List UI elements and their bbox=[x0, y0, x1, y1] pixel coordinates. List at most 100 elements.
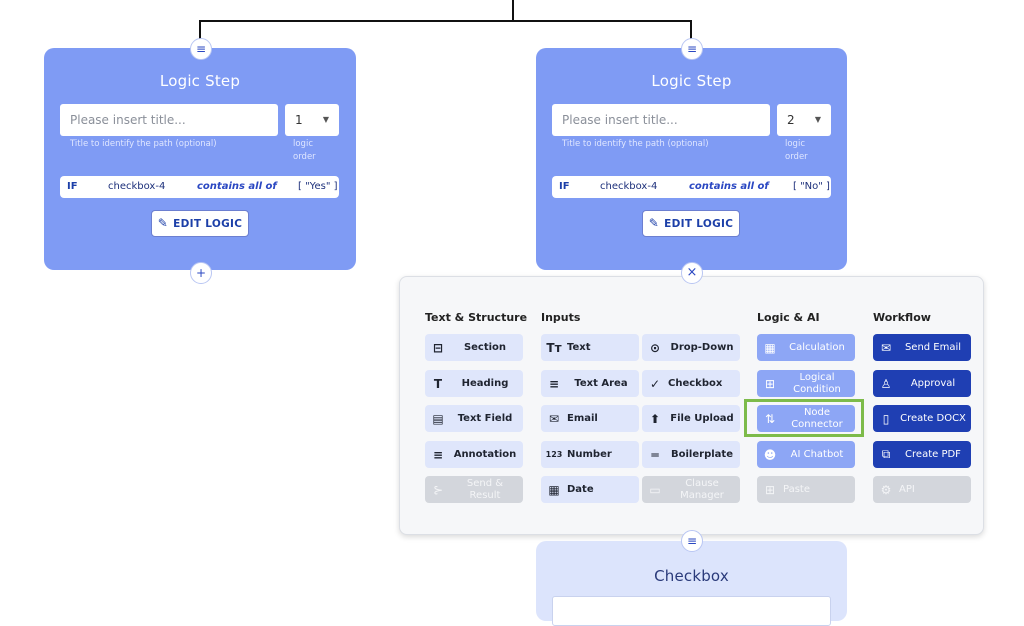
rule-value: [ "Yes" ] bbox=[298, 181, 338, 192]
logic-rule[interactable]: IF checkbox-4 contains all of [ "No" ] bbox=[552, 176, 831, 198]
calendar-icon: ▦ bbox=[548, 482, 560, 497]
tile-boilerplate[interactable]: ═Boilerplate bbox=[642, 441, 740, 468]
logic-step-card-1[interactable]: Logic Step Please insert title... 1 ▼ Ti… bbox=[44, 48, 356, 270]
edit-logic-button[interactable]: ✎ EDIT LOGIC bbox=[642, 210, 740, 237]
add-step-button[interactable]: + bbox=[190, 262, 212, 284]
calculator-icon: ▦ bbox=[764, 340, 776, 355]
tile-logical-condition[interactable]: ⊞Logical Condition bbox=[757, 370, 855, 397]
boilerplate-icon: ═ bbox=[651, 447, 659, 462]
tile-node-connector[interactable]: ⇅Node Connector bbox=[757, 405, 855, 432]
tile-create-pdf[interactable]: ⧉Create PDF bbox=[873, 441, 971, 468]
tile-email[interactable]: ✉Email bbox=[541, 405, 639, 432]
checkbox-card-title: Checkbox bbox=[654, 567, 729, 585]
section-icon: ⊟ bbox=[432, 340, 444, 355]
rule-operator: contains all of bbox=[197, 181, 277, 192]
number-icon: 123 bbox=[545, 450, 563, 459]
tile-api[interactable]: ⚙API bbox=[873, 476, 971, 503]
text-field-icon: ▤ bbox=[432, 411, 444, 426]
order-hint: logic order bbox=[785, 139, 808, 162]
tile-calculation[interactable]: ▦Calculation bbox=[757, 334, 855, 361]
rule-field: checkbox-4 bbox=[108, 181, 166, 192]
rule-operator: contains all of bbox=[689, 181, 769, 192]
upload-icon: ⬆ bbox=[649, 411, 661, 426]
checkbox-title-input[interactable] bbox=[552, 596, 831, 626]
rule-field: checkbox-4 bbox=[600, 181, 658, 192]
send-email-icon: ✉ bbox=[880, 340, 892, 355]
branch-icon: ⊱ bbox=[432, 482, 444, 497]
text-icon: Tт bbox=[546, 340, 562, 355]
order-value: 2 bbox=[787, 113, 795, 127]
tile-paste[interactable]: ⊞Paste bbox=[757, 476, 855, 503]
column-inputs: Inputs bbox=[541, 311, 581, 324]
heading-icon: T bbox=[433, 376, 443, 391]
tile-create-docx[interactable]: ▯Create DOCX bbox=[873, 405, 971, 432]
tile-text-area[interactable]: ≡Text Area bbox=[541, 370, 639, 397]
tile-section[interactable]: ⊟Section bbox=[425, 334, 523, 361]
tile-checkbox[interactable]: ✓Checkbox bbox=[642, 370, 740, 397]
tile-dropdown[interactable]: ⊙Drop-Down bbox=[642, 334, 740, 361]
dropdown-icon: ⊙ bbox=[649, 340, 661, 355]
connector-right bbox=[690, 20, 692, 42]
edit-logic-label: EDIT LOGIC bbox=[664, 218, 734, 230]
menu-icon[interactable]: ≡ bbox=[681, 530, 703, 552]
step-title: Logic Step bbox=[651, 72, 732, 90]
order-hint: logic order bbox=[293, 139, 316, 162]
tile-clause-manager[interactable]: ▭Clause Manager bbox=[642, 476, 740, 503]
title-hint: Title to identify the path (optional) bbox=[70, 139, 217, 149]
pdf-icon: ⧉ bbox=[881, 447, 891, 461]
title-input[interactable]: Please insert title... bbox=[60, 104, 278, 136]
caret-down-icon: ▼ bbox=[814, 115, 821, 124]
condition-icon: ⊞ bbox=[764, 376, 776, 391]
connector-icon: ⇅ bbox=[764, 411, 776, 426]
tile-date[interactable]: ▦Date bbox=[541, 476, 639, 503]
connector-horizontal bbox=[199, 20, 692, 22]
edit-logic-label: EDIT LOGIC bbox=[173, 218, 243, 230]
rule-value: [ "No" ] bbox=[793, 181, 830, 192]
element-palette: Text & Structure Inputs Logic & AI Workf… bbox=[399, 276, 984, 535]
connector-left bbox=[199, 20, 201, 42]
tile-send-result[interactable]: ⊱Send & Result bbox=[425, 476, 523, 503]
logic-step-card-2[interactable]: Logic Step Please insert title... 2 ▼ Ti… bbox=[536, 48, 847, 270]
caret-down-icon: ▼ bbox=[322, 115, 329, 124]
robot-icon: ☻ bbox=[763, 447, 777, 462]
rule-keyword: IF bbox=[67, 181, 78, 192]
edit-logic-button[interactable]: ✎ EDIT LOGIC bbox=[151, 210, 249, 237]
rule-keyword: IF bbox=[559, 181, 570, 192]
approval-icon: ♙ bbox=[880, 376, 892, 391]
checkbox-icon: ✓ bbox=[649, 376, 661, 391]
close-icon[interactable]: × bbox=[681, 262, 703, 284]
tile-text-field[interactable]: ▤Text Field bbox=[425, 405, 523, 432]
menu-icon[interactable]: ≡ bbox=[190, 38, 212, 60]
tile-annotation[interactable]: ≡Annotation bbox=[425, 441, 523, 468]
paste-icon: ⊞ bbox=[764, 482, 776, 497]
pencil-icon: ✎ bbox=[648, 216, 660, 230]
tile-ai-chatbot[interactable]: ☻AI Chatbot bbox=[757, 441, 855, 468]
order-select[interactable]: 1 ▼ bbox=[285, 104, 339, 136]
tile-send-email[interactable]: ✉Send Email bbox=[873, 334, 971, 361]
pencil-icon: ✎ bbox=[157, 216, 169, 230]
column-logic-ai: Logic & AI bbox=[757, 311, 820, 324]
selection-highlight bbox=[744, 399, 864, 437]
connector-top bbox=[512, 0, 514, 21]
clause-icon: ▭ bbox=[649, 482, 661, 497]
email-icon: ✉ bbox=[548, 411, 560, 426]
document-icon: ▯ bbox=[882, 411, 890, 426]
logic-rule[interactable]: IF checkbox-4 contains all of [ "Yes" ] bbox=[60, 176, 339, 198]
order-value: 1 bbox=[295, 113, 303, 127]
column-workflow: Workflow bbox=[873, 311, 931, 324]
tile-approval[interactable]: ♙Approval bbox=[873, 370, 971, 397]
menu-icon[interactable]: ≡ bbox=[681, 38, 703, 60]
checkbox-card[interactable]: Checkbox bbox=[536, 541, 847, 626]
title-input[interactable]: Please insert title... bbox=[552, 104, 770, 136]
order-select[interactable]: 2 ▼ bbox=[777, 104, 831, 136]
gear-icon: ⚙ bbox=[880, 482, 892, 497]
tile-file-upload[interactable]: ⬆File Upload bbox=[642, 405, 740, 432]
annotation-icon: ≡ bbox=[432, 447, 444, 462]
title-hint: Title to identify the path (optional) bbox=[562, 139, 709, 149]
text-area-icon: ≡ bbox=[548, 376, 560, 391]
step-title: Logic Step bbox=[159, 72, 241, 90]
column-text-structure: Text & Structure bbox=[425, 311, 528, 324]
